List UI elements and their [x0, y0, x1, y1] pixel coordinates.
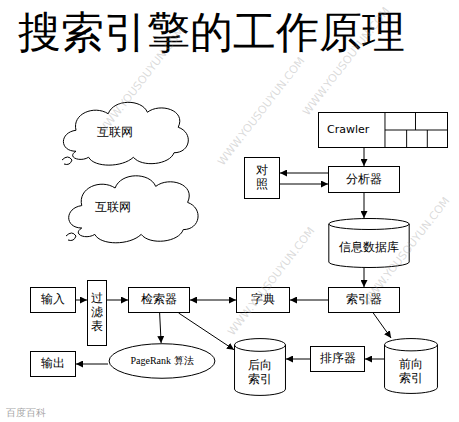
flow-arrow	[364, 148, 365, 166]
flow-arrow	[179, 313, 234, 350]
node-label: 排序器	[320, 352, 356, 366]
internet-cloud: 互联网	[60, 168, 205, 248]
flow-arrow	[280, 184, 328, 185]
flow-arrow	[286, 359, 310, 360]
node-label: 互联网	[95, 201, 131, 215]
node-label: 后向索引	[247, 359, 273, 387]
node-label: 输入	[41, 293, 65, 307]
node-label: 前向索引	[398, 358, 424, 386]
watermark: WWW.YOUSOUYUN.COM	[300, 5, 393, 118]
node-label: 互联网	[97, 126, 133, 140]
watermark: WWW.YOUSOUYUN.COM	[360, 195, 453, 308]
node-label: PageRank 算法	[130, 355, 193, 367]
algorithm-ellipse: PageRank 算法	[108, 343, 216, 379]
process-box: 分析器	[328, 166, 400, 193]
diagram-title: 搜索引擎的工作原理	[18, 4, 405, 62]
node-label: 分析器	[346, 173, 382, 187]
node-label: 索引器	[346, 293, 382, 307]
process-box: 排序器	[310, 346, 365, 372]
watermark: WWW.YOUSOUYUN.COM	[215, 55, 308, 168]
node-label: Crawler	[327, 124, 369, 137]
flow-arrow	[373, 313, 391, 338]
watermark: WWW.YOUSOUYUN.COM	[225, 225, 318, 338]
internet-cloud: 互联网	[55, 95, 195, 170]
process-box: 输入	[30, 287, 76, 313]
process-box: 对照	[244, 157, 280, 199]
logo-watermark: 百度百科	[6, 406, 46, 420]
flow-arrow	[76, 364, 108, 365]
flow-arrow	[76, 300, 87, 301]
flow-arrow	[364, 193, 365, 218]
flow-arrow	[365, 359, 384, 360]
node-outline	[60, 168, 205, 248]
watermark: WWW.YOUSOUYUN.COM	[95, 25, 188, 138]
flow-arrow	[160, 313, 161, 343]
process-box: 字典	[236, 287, 290, 313]
process-box: Crawler	[318, 112, 448, 148]
process-box: 检索器	[128, 287, 190, 313]
flow-arrow	[280, 173, 328, 174]
flow-arrow	[290, 300, 328, 301]
node-label: 对照	[256, 164, 269, 192]
database-cylinder: 信息数据库	[328, 218, 410, 268]
flow-arrow	[364, 268, 365, 287]
node-label: 字典	[251, 293, 275, 307]
cloud-curl	[62, 157, 72, 165]
process-box: 过滤表	[87, 280, 107, 346]
node-label: 信息数据库	[339, 241, 399, 255]
process-box: 输出	[30, 351, 76, 377]
process-box: 索引器	[328, 287, 400, 313]
cloud-curl	[66, 233, 76, 241]
database-cylinder: 后向索引	[234, 338, 286, 396]
node-label: 检索器	[141, 293, 177, 307]
node-label: 输出	[41, 357, 65, 371]
node-label: 过滤表	[91, 292, 104, 333]
flow-arrow	[190, 300, 236, 301]
flow-arrow	[107, 300, 128, 301]
database-cylinder: 前向索引	[384, 338, 438, 394]
